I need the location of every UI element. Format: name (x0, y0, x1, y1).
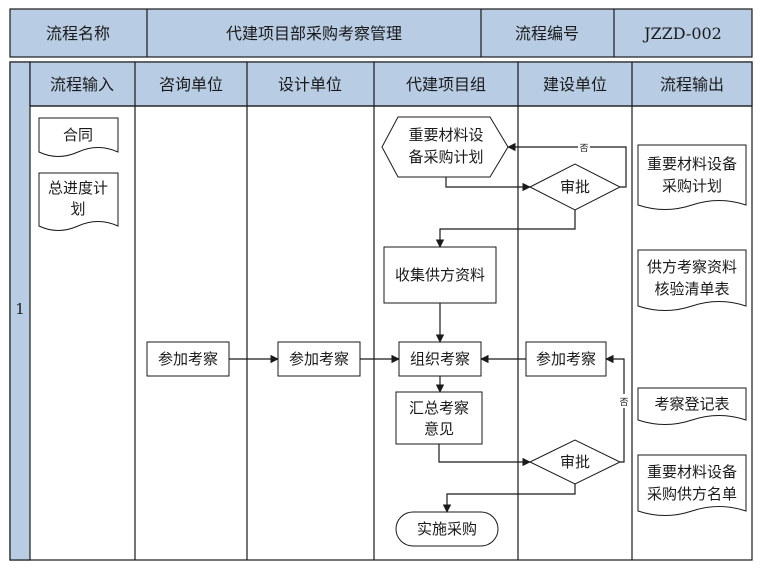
lane-agent-title: 代建项目组 (406, 75, 486, 94)
edge-plan-to-approve1 (445, 177, 531, 192)
organize-text: 组织考察 (410, 350, 470, 368)
owner-participate-text: 参加考察 (536, 350, 596, 368)
output-doc-register (637, 387, 747, 425)
output-doc-plan-text-2: 采购计划 (662, 177, 722, 195)
design-participate-text: 参加考察 (289, 350, 349, 368)
output-doc-checklist (637, 249, 747, 311)
output-doc-supplier-list-text-2: 采购供方名单 (647, 485, 737, 503)
row-number-cell (9, 61, 31, 561)
lane-design-title: 设计单位 (278, 75, 342, 94)
edge-approve1-reject (507, 142, 627, 188)
input-doc-schedule (38, 172, 119, 231)
organize-box (398, 341, 482, 377)
summary-text-1: 汇总考察 (409, 399, 469, 417)
input-doc-contract-text: 合同 (63, 126, 93, 144)
output-doc-plan-text-1: 重要材料设备 (647, 155, 737, 173)
collect-text: 收集供方资料 (395, 266, 485, 284)
collect-box (383, 246, 497, 304)
summary-box (395, 391, 483, 445)
no-label-bg-1 (578, 140, 590, 153)
consult-participate-text: 参加考察 (158, 350, 218, 368)
plan-text-1: 重要材料设 (408, 126, 483, 144)
no-label-1: 否 (579, 143, 588, 154)
consult-participate-box (146, 341, 230, 377)
header-bar (9, 8, 753, 58)
input-doc-schedule-text-2: 划 (70, 200, 85, 218)
lane-output-title: 流程输出 (660, 75, 724, 94)
design-participate-box (277, 341, 361, 377)
output-doc-checklist-text-1: 供方考察资料 (647, 258, 737, 276)
edge-summary-to-approve2 (438, 444, 531, 467)
approve-text-1: 审批 (560, 178, 590, 196)
summary-text-2: 意见 (424, 420, 454, 438)
edge-approve2-to-implement (442, 484, 576, 513)
lane-header-row (29, 61, 753, 107)
output-doc-plan (637, 144, 747, 210)
edge-approve1-to-collect (435, 210, 576, 248)
implement-text: 实施采购 (417, 520, 477, 538)
output-doc-supplier-list (637, 454, 747, 516)
no-label-2: 否 (619, 397, 628, 408)
input-doc-contract (38, 117, 119, 157)
row-number: 1 (15, 300, 25, 318)
process-name-value: 代建项目部采购考察管理 (226, 24, 402, 43)
output-doc-register-text: 考察登记表 (654, 395, 729, 413)
output-doc-checklist-text-2: 核验清单表 (654, 280, 729, 298)
process-code-value: JZZD-002 (642, 24, 722, 43)
input-doc-schedule-text-1: 总进度计 (48, 179, 108, 197)
approve-text-2: 审批 (560, 453, 590, 471)
process-name-label: 流程名称 (46, 24, 110, 43)
lane-consult-title: 咨询单位 (159, 75, 223, 94)
plan-text-2: 备采购计划 (408, 148, 483, 166)
plan-hexagon (381, 116, 509, 178)
lane-owner-title: 建设单位 (543, 75, 607, 94)
process-code-label: 流程编号 (515, 24, 579, 43)
lane-input-title: 流程输入 (50, 75, 114, 94)
output-doc-supplier-list-text-1: 重要材料设备 (647, 463, 737, 481)
no-label-bg-2 (618, 394, 630, 408)
edge-approve2-reject (605, 354, 625, 463)
